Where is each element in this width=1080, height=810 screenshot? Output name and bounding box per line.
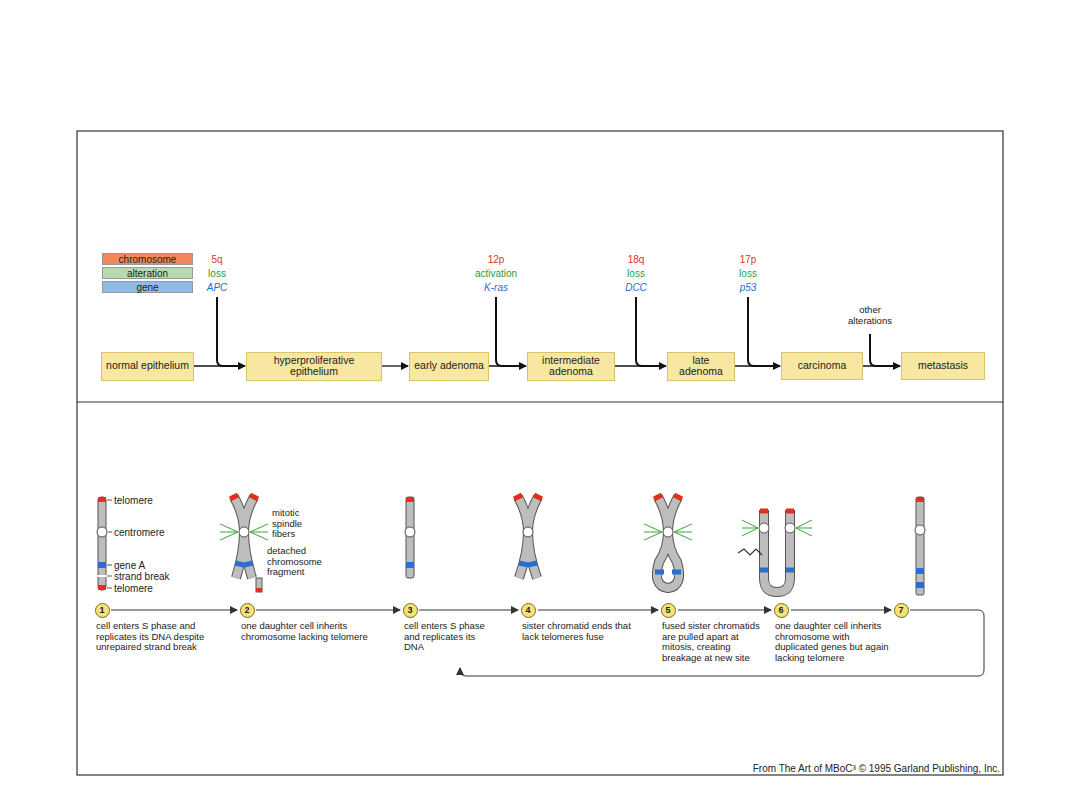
legend-swatch: chromosome xyxy=(102,253,193,265)
legend-text: gene xyxy=(136,282,158,293)
chromosome-3 xyxy=(405,497,415,578)
step-caption: cell enters S phase and replicates its D… xyxy=(96,621,214,653)
progression-arrow xyxy=(194,365,245,366)
box-label: early adenoma xyxy=(414,360,483,372)
step-caption: one daughter cell inherits chromosome wi… xyxy=(775,621,893,663)
box-label: normal epithelium xyxy=(106,360,189,372)
part-label: strand break xyxy=(114,571,170,582)
stage-box: metastasis xyxy=(901,352,985,380)
gene-label: K-ras xyxy=(484,282,508,293)
chromosome-label: 18q xyxy=(628,254,645,265)
box-label: metastasis xyxy=(918,360,968,372)
part-label: mitotic spindle fibers xyxy=(272,508,320,540)
chromosome-label: 5q xyxy=(211,254,222,265)
frame xyxy=(77,131,1003,775)
step-caption: one daughter cell inherits chromosome la… xyxy=(241,621,371,642)
stage-box: carcinoma xyxy=(781,352,863,380)
stage-box: intermediate adenoma xyxy=(527,352,615,381)
gene-label: p53 xyxy=(740,282,757,293)
stage-box: late adenoma xyxy=(667,352,735,381)
chromosome-1 xyxy=(96,497,112,590)
credit-text: From The Art of MBoC³ © 1995 Garland Pub… xyxy=(753,763,1000,774)
part-label: telomere xyxy=(114,583,153,594)
alteration-label: activation xyxy=(475,268,517,279)
alteration-label: loss xyxy=(627,268,645,279)
note-label: other alterations xyxy=(839,305,901,326)
divider xyxy=(77,401,1003,402)
box-label: late adenoma xyxy=(672,355,730,378)
callout-number: 4 xyxy=(521,603,536,618)
callout-number: 7 xyxy=(894,603,909,618)
stage-box: early adenoma xyxy=(409,352,489,381)
progression-arrow xyxy=(382,365,408,366)
chromosome-label: 12p xyxy=(488,254,505,265)
step-caption: sister chromatid ends that lack telomere… xyxy=(522,621,642,642)
chromosome-7 xyxy=(915,497,925,595)
callout-number: 3 xyxy=(403,603,418,618)
box-label: intermediate adenoma xyxy=(532,355,610,378)
gene-label: APC xyxy=(207,282,228,293)
step-caption: fused sister chromatids are pulled apart… xyxy=(662,621,762,663)
box-label: carcinoma xyxy=(798,360,846,372)
chromosome-label: 17p xyxy=(740,254,757,265)
progression-arrow xyxy=(615,365,666,366)
chromosome-4 xyxy=(514,495,542,578)
progression-arrow xyxy=(489,365,526,366)
chromosome-5 xyxy=(644,495,692,588)
step-caption: cell enters S phase and replicates its D… xyxy=(404,621,496,653)
progression-arrow xyxy=(863,365,900,366)
callout-number: 6 xyxy=(774,603,789,618)
stage-box: hyperproliferative epithelium xyxy=(246,352,382,381)
progression-arrow xyxy=(735,365,780,366)
step-arrows xyxy=(111,610,984,676)
legend-text: alteration xyxy=(127,268,168,279)
part-label: gene A xyxy=(114,560,145,571)
alteration-label: loss xyxy=(208,268,226,279)
box-label: hyperproliferative epithelium xyxy=(251,355,377,378)
legend-swatch: alteration xyxy=(102,267,193,279)
part-label: telomere xyxy=(114,495,153,506)
part-label: centromere xyxy=(114,527,165,538)
stage-box: normal epithelium xyxy=(101,352,194,381)
part-label: detached chromosome fragment xyxy=(267,546,337,578)
legend-swatch: gene xyxy=(102,281,193,293)
alteration-label: loss xyxy=(739,268,757,279)
chromosome-2 xyxy=(220,495,268,592)
callout-number: 5 xyxy=(661,603,676,618)
callout-number: 1 xyxy=(95,603,110,618)
chromosome-6 xyxy=(738,510,812,592)
legend-text: chromosome xyxy=(119,254,177,265)
callout-number: 2 xyxy=(240,603,255,618)
gene-label: DCC xyxy=(625,282,647,293)
